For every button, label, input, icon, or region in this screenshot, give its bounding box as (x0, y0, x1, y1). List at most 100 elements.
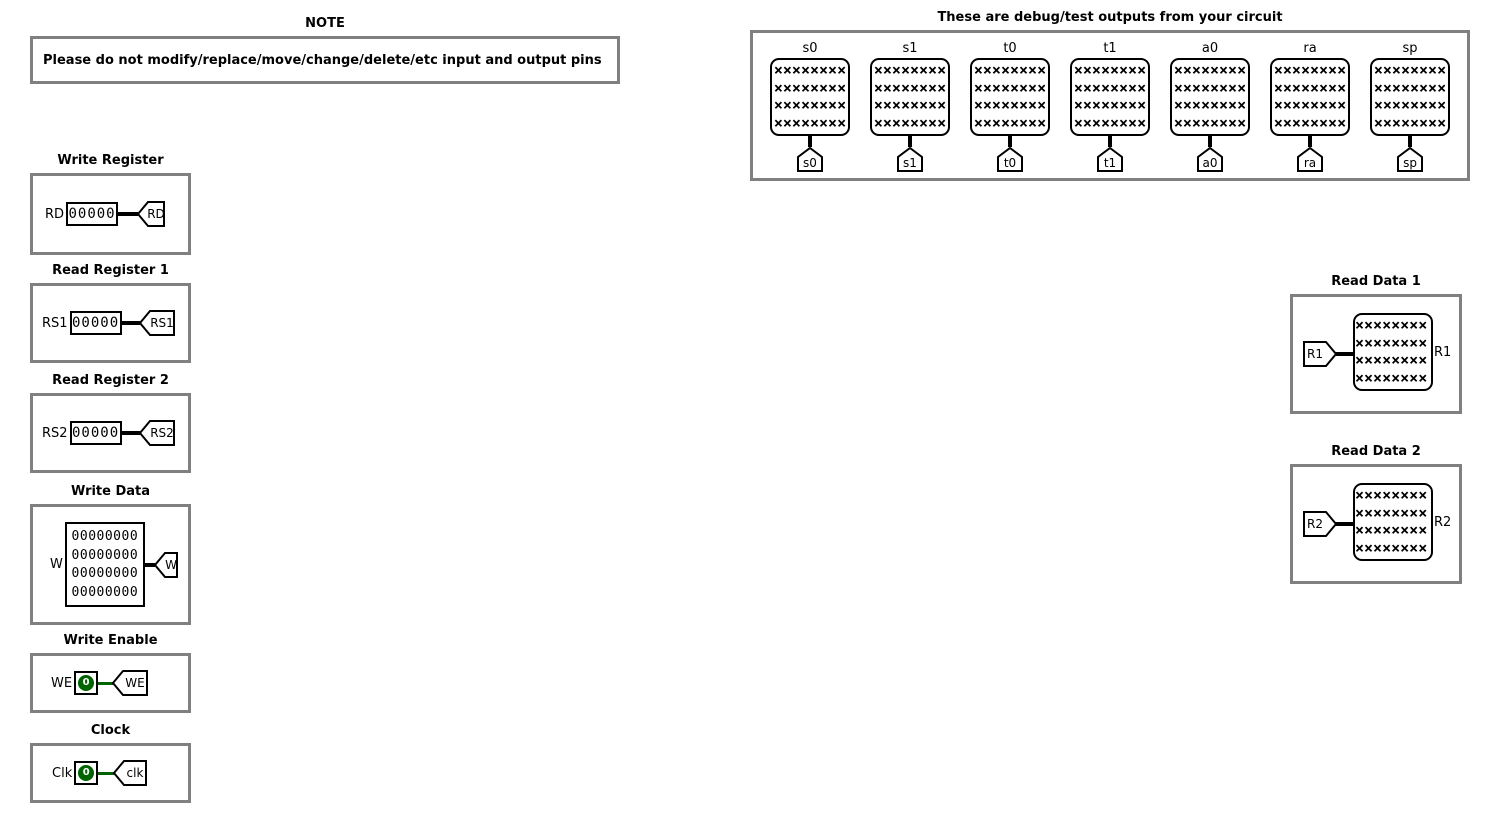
debug-outputs-panel: s0 ×××××××× ×××××××× ×××××××× ×××××××× s… (750, 30, 1470, 181)
tunnel-rd-icon: RD (137, 201, 166, 227)
probe-value-row: ×××××××× (1073, 114, 1147, 133)
tunnel-rs1-icon: RS1 (138, 310, 175, 336)
tunnel-sp-label: sp (1403, 156, 1417, 170)
pin-value-row: 00000000 (71, 528, 139, 544)
read-data-1-section: Read Data 1 R1 ×××××××× ×××××××× ×××××××… (1290, 274, 1462, 414)
probe-value-row: ×××××××× (873, 114, 947, 133)
probe-label-s1: s1 (902, 41, 918, 56)
wire (1308, 136, 1312, 147)
probe-value-row: ×××××××× (1355, 369, 1428, 388)
probe-value-row: ×××××××× (873, 96, 947, 115)
tunnel-clk-icon: clk (113, 760, 148, 786)
wire (1408, 136, 1412, 147)
we-pin-value: 0 (78, 675, 95, 691)
tunnel-s1-label: s1 (903, 156, 917, 170)
wire (98, 771, 115, 775)
probe-label-ra: ra (1303, 41, 1317, 56)
pin-value-row: 00000000 (71, 585, 139, 601)
write-register-panel: RD 00000 RD (30, 173, 191, 255)
tunnel-we-label: WE (125, 676, 144, 690)
probe-value-row: ×××××××× (1373, 96, 1447, 115)
probe-value-row: ×××××××× (1355, 333, 1428, 352)
tunnel-ra-label: ra (1304, 156, 1316, 170)
write-data-panel: W 00000000 00000000 00000000 00000000 W (30, 504, 191, 625)
probe-value-row: ×××××××× (773, 96, 847, 115)
tunnel-t0-label: t0 (1004, 156, 1016, 170)
write-data-section: Write Data W 00000000 00000000 00000000 … (30, 484, 191, 625)
read-register-2-section: Read Register 2 RS2 00000 RS2 (30, 373, 191, 473)
probe-value-row: ×××××××× (1355, 485, 1428, 504)
probe-value-row: ×××××××× (1173, 96, 1247, 115)
debug-probe-unit-s1: s1 ×××××××× ×××××××× ×××××××× ×××××××× s… (870, 41, 950, 172)
debug-probe-unit-t0: t0 ×××××××× ×××××××× ×××××××× ×××××××× t… (970, 41, 1050, 172)
write-enable-title: Write Enable (63, 633, 158, 648)
probe-value-row: ×××××××× (873, 78, 947, 97)
wire (98, 681, 114, 685)
read-register-2-panel: RS2 00000 RS2 (30, 393, 191, 473)
pin-value-row: 00000000 (71, 547, 139, 563)
note-title: NOTE (305, 16, 345, 31)
we-input-pin[interactable]: 0 (74, 671, 99, 695)
clock-section: Clock Clk 0 clk (30, 723, 191, 803)
rd-input-pin[interactable]: 00000 (66, 202, 119, 226)
debug-probe-unit-a0: a0 ×××××××× ×××××××× ×××××××× ×××××××× a… (1170, 41, 1250, 172)
probe-value-row: ×××××××× (1373, 78, 1447, 97)
wire (908, 136, 912, 147)
probe-value-row: ×××××××× (973, 78, 1047, 97)
probe-value-row: ×××××××× (1073, 78, 1147, 97)
tunnel-rs1-label: RS1 (150, 316, 174, 330)
probe-label-sp: sp (1402, 41, 1418, 56)
w-input-pin[interactable]: 00000000 00000000 00000000 00000000 (64, 522, 145, 607)
we-pin-label: WE (51, 675, 73, 691)
read-register-1-panel: RS1 00000 RS1 (30, 283, 191, 363)
tunnel-clk-label: clk (127, 766, 144, 780)
tunnel-r1-icon: R1 (1303, 341, 1337, 367)
wire (118, 212, 139, 216)
read-data-2-panel: R2 ×××××××× ×××××××× ×××××××× ×××××××× R… (1290, 464, 1462, 584)
probe-value-row: ×××××××× (1173, 60, 1247, 79)
debug-probe-unit-t1: t1 ×××××××× ×××××××× ×××××××× ×××××××× t… (1070, 41, 1150, 172)
probe-value-row: ×××××××× (1355, 521, 1428, 540)
wire (1008, 136, 1012, 147)
w-pin-label: W (50, 557, 63, 572)
probe-label-r1: R1 (1434, 345, 1452, 360)
debug-outputs-title: These are debug/test outputs from your c… (937, 10, 1283, 25)
rs2-input-pin[interactable]: 00000 (69, 421, 122, 445)
note-text: Please do not modify/replace/move/change… (43, 52, 602, 68)
tunnel-t0-icon: t0 (997, 147, 1023, 172)
probe-value-row: ×××××××× (1355, 351, 1428, 370)
write-register-title: Write Register (57, 153, 164, 168)
wire (1335, 352, 1353, 356)
wire (808, 136, 812, 147)
note-section: NOTE Please do not modify/replace/move/c… (30, 16, 620, 84)
read-register-2-title: Read Register 2 (52, 373, 169, 388)
probe-display-t1: ×××××××× ×××××××× ×××××××× ×××××××× (1070, 58, 1150, 136)
probe-display-ra: ×××××××× ×××××××× ×××××××× ×××××××× (1270, 58, 1350, 136)
rs1-pin-label: RS1 (42, 315, 68, 331)
probe-value-row: ×××××××× (1273, 60, 1347, 79)
tunnel-ra-icon: ra (1297, 147, 1323, 172)
probe-display-r1: ×××××××× ×××××××× ×××××××× ×××××××× (1353, 313, 1433, 391)
wire (1108, 136, 1112, 147)
probe-label-s0: s0 (802, 41, 818, 56)
probe-display-a0: ×××××××× ×××××××× ×××××××× ×××××××× (1170, 58, 1250, 136)
read-data-1-title: Read Data 1 (1331, 274, 1421, 289)
probe-value-row: ×××××××× (973, 96, 1047, 115)
tunnel-t1-label: t1 (1104, 156, 1116, 170)
clk-pin-value: 0 (78, 765, 95, 781)
read-data-2-section: Read Data 2 R2 ×××××××× ×××××××× ×××××××… (1290, 444, 1462, 584)
clk-input-pin[interactable]: 0 (74, 761, 99, 785)
wire (121, 431, 140, 435)
wire (144, 562, 155, 567)
tunnel-rs2-label: RS2 (150, 426, 174, 440)
read-register-1-section: Read Register 1 RS1 00000 RS1 (30, 263, 191, 363)
probe-value-row: ×××××××× (873, 60, 947, 79)
probe-value-row: ×××××××× (973, 60, 1047, 79)
rs1-input-pin[interactable]: 00000 (69, 311, 122, 335)
wire (1208, 136, 1212, 147)
tunnel-r1-label: R1 (1307, 347, 1323, 361)
tunnel-sp-icon: sp (1397, 147, 1423, 172)
probe-label-t1: t1 (1103, 41, 1117, 56)
probe-display-sp: ×××××××× ×××××××× ×××××××× ×××××××× (1370, 58, 1450, 136)
probe-display-t0: ×××××××× ×××××××× ×××××××× ×××××××× (970, 58, 1050, 136)
